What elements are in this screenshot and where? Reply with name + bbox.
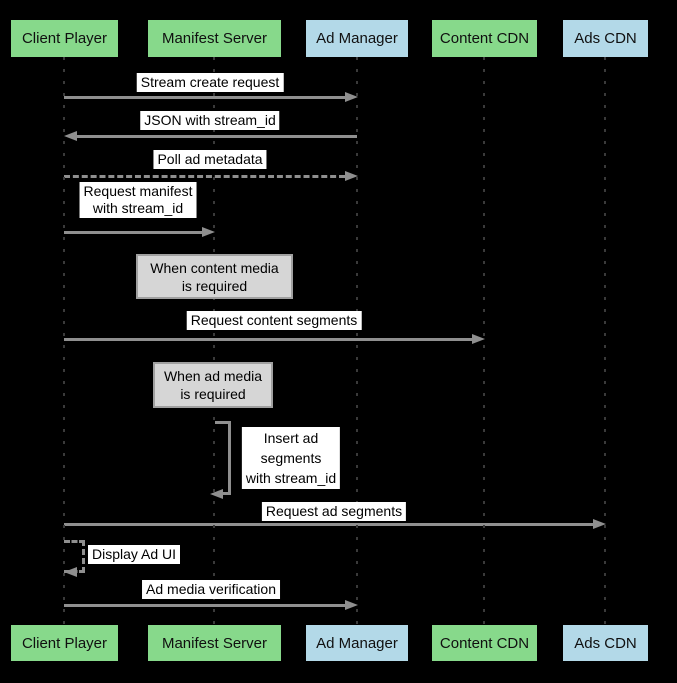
actor-manifest-server-top: Manifest Server [148,20,281,57]
arrowhead-right [472,334,485,344]
label-stream-create: Stream create request [136,73,284,92]
self-message-insert-ad [210,421,231,499]
self-message-display-ad [64,540,85,577]
lifeline-ads-cdn [604,57,606,625]
actor-ad-manager-bottom: Ad Manager [306,625,408,661]
actor-ads-cdn-top: Ads CDN [563,20,648,57]
label-request-ad: Request ad segments [261,502,407,521]
arrow-poll-ad-metadata [64,171,358,181]
arrow-request-manifest [64,227,215,237]
label-request-content: Request content segments [186,311,362,330]
label-poll-ad-metadata: Poll ad metadata [153,150,267,169]
arrow-stream-create [64,92,358,102]
arrowhead-right [345,600,358,610]
arrow-ad-media-verification [64,600,358,610]
actor-manifest-server-bottom: Manifest Server [148,625,281,661]
arrow-request-ad [64,519,606,529]
actor-content-cdn-top: Content CDN [432,20,537,57]
label-json-stream-id: JSON with stream_id [140,111,280,130]
note-ad-media: When ad media is required [153,362,273,408]
lifeline-ad-manager [356,57,358,625]
note-content-media: When content media is required [136,254,293,299]
label-insert-ad: Insert ad segments with stream_id [241,427,341,489]
label-request-manifest: Request manifest with stream_id [79,182,197,218]
arrow-json-stream-id [64,131,357,141]
actor-ads-cdn-bottom: Ads CDN [563,625,648,661]
lifeline-client-player [63,57,65,625]
label-display-ad-ui: Display Ad UI [88,545,181,564]
label-ad-media-verification: Ad media verification [142,580,280,599]
arrowhead-left [64,131,77,141]
arrow-request-content [64,334,485,344]
actor-client-player-top: Client Player [11,20,118,57]
arrowhead-left [210,489,223,499]
lifeline-content-cdn [483,57,485,625]
arrowhead-right [345,92,358,102]
actor-ad-manager-top: Ad Manager [306,20,408,57]
actor-content-cdn-bottom: Content CDN [432,625,537,661]
arrowhead-left [64,567,77,577]
arrowhead-right [345,171,358,181]
lifeline-manifest-server [213,57,215,625]
arrowhead-right [593,519,606,529]
arrowhead-right [202,227,215,237]
actor-client-player-bottom: Client Player [11,625,118,661]
